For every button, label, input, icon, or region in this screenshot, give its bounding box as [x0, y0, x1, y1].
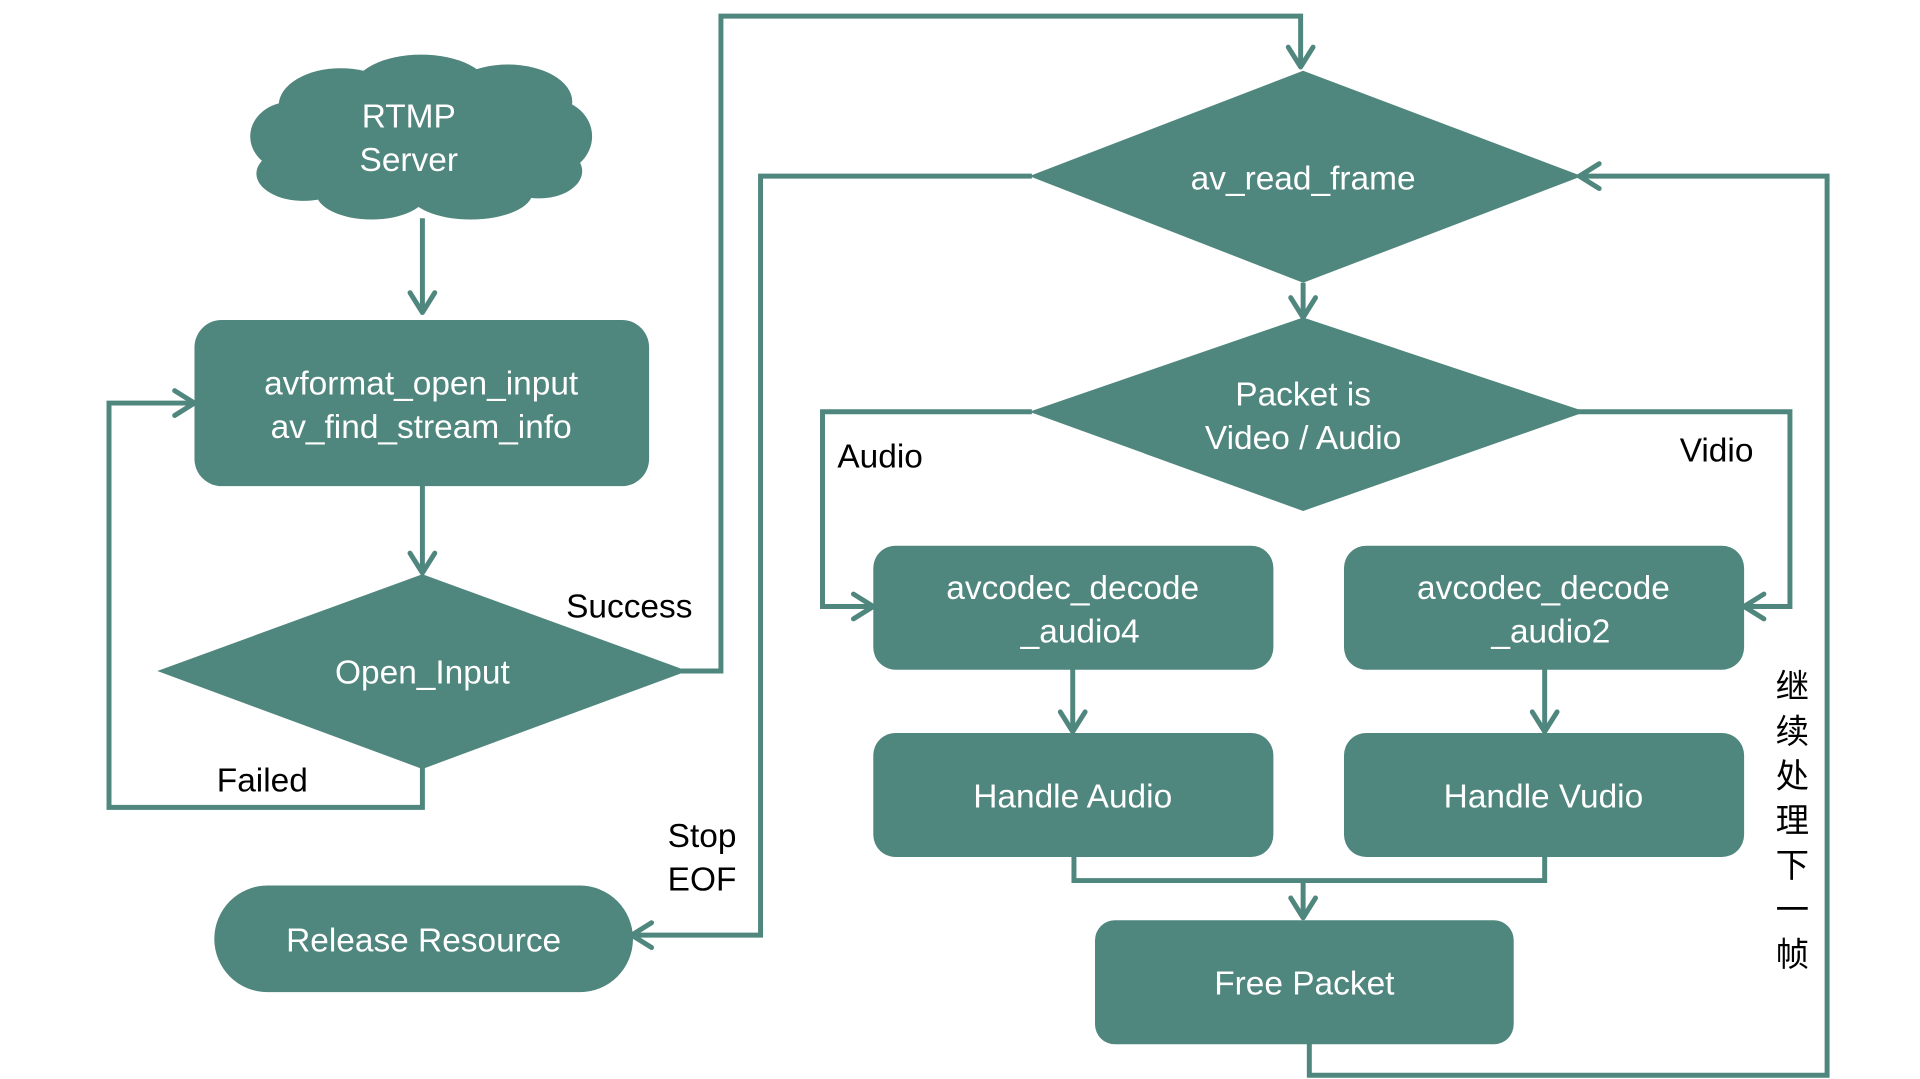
edge-label-audio: Audio: [837, 439, 923, 476]
edge-label-stop: Stop: [668, 818, 737, 855]
edge-handles-to-free: [1071, 853, 1548, 884]
node-label: _audio2: [1490, 613, 1610, 650]
edge-stop-eof: [634, 173, 1032, 938]
loop-char: 下: [1776, 846, 1809, 885]
node-label: avcodec_decode: [1417, 570, 1670, 607]
node-label: Video / Audio: [1205, 420, 1401, 457]
process-box: [1344, 545, 1745, 670]
edge-label-eof: EOF: [668, 861, 737, 898]
node-label: RTMP: [362, 99, 456, 136]
node-label: Server: [360, 142, 458, 179]
process-box: [873, 732, 1274, 857]
process-box: [1344, 732, 1745, 857]
node-decode-audio: avcodec_decode _audio4: [873, 545, 1274, 670]
node-label: Handle Audio: [973, 778, 1172, 815]
arrowhead-icon: [1529, 709, 1560, 735]
arrowhead-icon: [407, 550, 438, 576]
node-handle-video: Handle Vudio: [1344, 732, 1745, 857]
loop-char: 理: [1776, 801, 1809, 840]
node-label: Packet is: [1235, 377, 1371, 414]
edges: [106, 13, 1830, 1078]
edge-audio-branch: [820, 409, 1032, 609]
node-handle-audio: Handle Audio: [873, 732, 1274, 857]
arrowhead-icon: [1057, 709, 1088, 735]
node-label: av_find_stream_info: [271, 409, 572, 446]
edge-video-branch: [1575, 409, 1793, 609]
edge-failed-loop: [106, 400, 425, 810]
decision-diamond: [1029, 70, 1582, 283]
edge-loop-back: [1306, 173, 1830, 1078]
arrowhead-icon: [1285, 44, 1316, 70]
node-label: Free Packet: [1214, 966, 1395, 1003]
node-release-resource: Release Resource: [214, 885, 633, 993]
node-label: _audio4: [1020, 613, 1140, 650]
process-box: [873, 545, 1274, 670]
node-read-frame: av_read_frame: [1029, 70, 1582, 283]
node-label: Release Resource: [286, 922, 561, 959]
loop-char: 续: [1776, 712, 1809, 751]
node-decode-video: avcodec_decode _audio2: [1344, 545, 1745, 670]
loop-char: 一: [1776, 890, 1809, 929]
node-packet-type: Packet is Video / Audio: [1029, 317, 1586, 511]
node-rtmp-server: RTMP Server: [250, 54, 593, 220]
loop-char: 帧: [1776, 935, 1809, 974]
edge-label-loop-back: 继 续 处 理 下 一 帧: [1776, 667, 1809, 974]
cloud-icon: [250, 54, 593, 220]
node-label: avformat_open_input: [264, 365, 579, 402]
edge-success: [681, 13, 1304, 674]
process-box: [194, 319, 650, 487]
arrowhead-icon: [1288, 895, 1318, 921]
process-box: [1095, 920, 1514, 1045]
node-label: Handle Vudio: [1444, 778, 1644, 815]
node-open-input-call: avformat_open_input av_find_stream_info: [194, 319, 650, 487]
decision-diamond: [1029, 317, 1586, 511]
node-label: av_read_frame: [1191, 161, 1416, 198]
arrowhead-icon: [407, 290, 438, 316]
loop-char: 继: [1776, 667, 1809, 706]
edge-label-success: Success: [566, 589, 692, 626]
loop-char: 处: [1776, 757, 1809, 796]
node-free-packet: Free Packet: [1095, 920, 1514, 1045]
decision-diamond: [157, 574, 688, 769]
node-label: avcodec_decode: [946, 570, 1199, 607]
node-label: Open_Input: [335, 654, 510, 691]
terminal-box: [214, 885, 633, 993]
node-open-input-decision: Open_Input: [157, 574, 688, 769]
arrowhead-icon: [1288, 295, 1318, 320]
edge-label-video: Vidio: [1680, 432, 1754, 469]
edge-label-failed: Failed: [217, 762, 308, 799]
